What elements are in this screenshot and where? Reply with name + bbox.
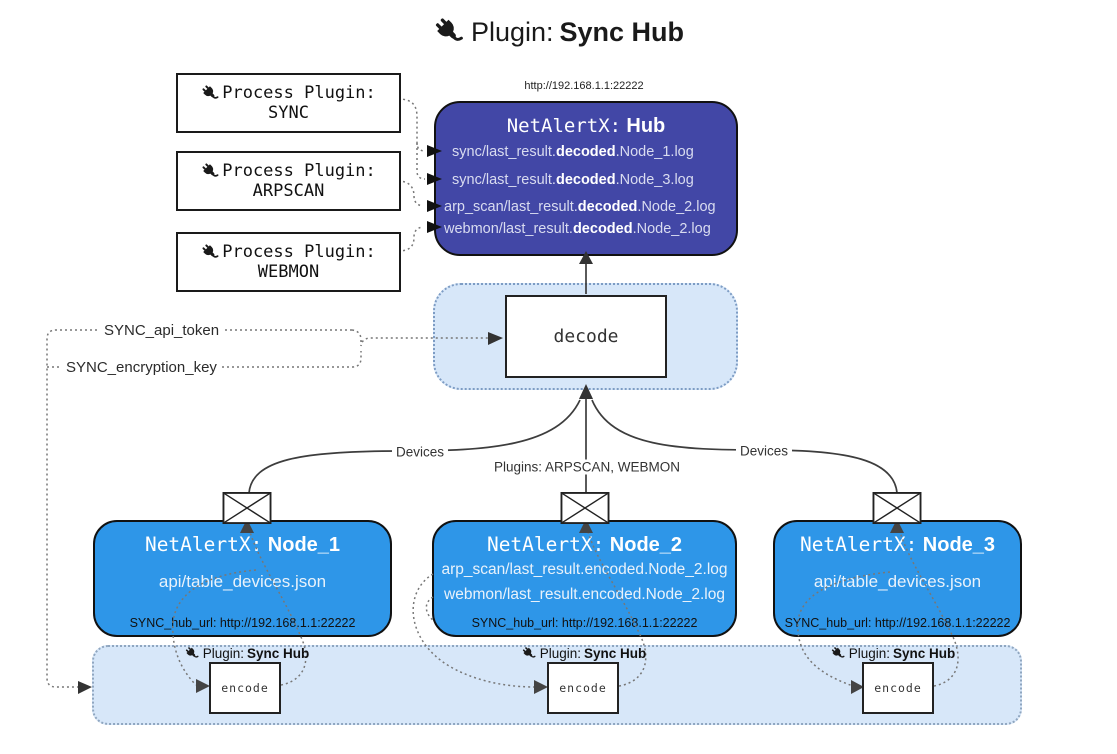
edge-label-devices-left: Devices: [391, 444, 449, 460]
plug-icon: [433, 16, 465, 48]
hub-log-line: arp_scan/last_result.decoded.Node_2.log: [444, 199, 716, 215]
node-hub-url: SYNC_hub_url: http://192.168.1.1:22222: [784, 616, 1011, 630]
hub-log-line: webmon/last_result.decoded.Node_2.log: [444, 221, 711, 237]
page-title: Plugin: Sync Hub: [433, 16, 684, 48]
plug-icon: [201, 162, 220, 181]
plugin-name: SYNC: [268, 103, 309, 123]
encode-box-3: encode: [862, 662, 934, 714]
page-title-prefix: Plugin:: [470, 16, 554, 47]
envelope-icon: [222, 492, 272, 524]
wire-sync-to-hub-2: [416, 143, 426, 180]
node-box-node2: NetAlertX: Node_2 arp_scan/last_result.e…: [432, 520, 737, 637]
plug-icon: [185, 646, 200, 661]
process-plugin-box-arpscan: Process Plugin: ARPSCAN: [176, 151, 401, 211]
hub-log-line: sync/last_result.decoded.Node_1.log: [452, 144, 694, 160]
process-plugin-box-webmon: Process Plugin: WEBMON: [176, 232, 401, 292]
plug-icon: [201, 243, 220, 262]
envelope-icon: [560, 492, 610, 524]
node-title: NetAlertX: Node_2: [486, 533, 683, 556]
setting-api-token-label: SYNC_api_token: [100, 322, 224, 339]
node-file-label: webmon/last_result.encoded.Node_2.log: [444, 586, 725, 603]
wire-sync-to-hub: [397, 98, 426, 152]
node-hub-url: SYNC_hub_url: http://192.168.1.1:22222: [129, 616, 356, 630]
page-title-name: Sync Hub: [559, 16, 685, 47]
encode-box-2: encode: [547, 662, 619, 714]
decode-box: decode: [505, 295, 667, 378]
wire-arpscan-to-hub: [397, 180, 424, 207]
process-plugin-box-sync: Process Plugin: SYNC: [176, 73, 401, 133]
hub-url-label: http://192.168.1.1:22222: [524, 80, 644, 92]
hub-title-name: Hub: [626, 115, 666, 137]
encode-box-1: encode: [209, 662, 281, 714]
encode-plugin-label-2: Plugin: Sync Hub: [522, 646, 646, 661]
edge-label-devices-right: Devices: [735, 443, 793, 459]
node-title: NetAlertX: Node_1: [144, 533, 341, 556]
node-box-node1: NetAlertX: Node_1 api/table_devices.json…: [93, 520, 392, 637]
hub-title-prefix: NetAlertX:: [506, 115, 622, 137]
node-title: NetAlertX: Node_3: [799, 533, 996, 556]
wire-webmon-to-hub: [397, 226, 424, 252]
plug-icon: [831, 646, 846, 661]
encode-plugin-label-1: Plugin: Sync Hub: [185, 646, 309, 661]
hub-box: NetAlertX: Hub sync/last_result.decoded.…: [434, 101, 738, 256]
node-file-label: api/table_devices.json: [158, 572, 327, 591]
arrow-into-encode-bar: [78, 681, 92, 694]
plug-icon: [201, 84, 220, 103]
node-file-label: arp_scan/last_result.encoded.Node_2.log: [441, 561, 728, 578]
node-file-label: api/table_devices.json: [813, 572, 982, 591]
encode-plugin-label-3: Plugin: Sync Hub: [831, 646, 955, 661]
plug-icon: [522, 646, 537, 661]
envelope-icon: [872, 492, 922, 524]
node-hub-url: SYNC_hub_url: http://192.168.1.1:22222: [471, 616, 698, 630]
hub-log-line: sync/last_result.decoded.Node_3.log: [452, 172, 694, 188]
node-box-node3: NetAlertX: Node_3 api/table_devices.json…: [773, 520, 1022, 637]
edge-label-plugins: Plugins: ARPSCAN, WEBMON: [489, 459, 685, 475]
plugin-name: WEBMON: [257, 262, 320, 282]
hub-title: NetAlertX: Hub: [436, 115, 736, 138]
plugin-name: ARPSCAN: [252, 181, 325, 201]
setting-encryption-key-label: SYNC_encryption_key: [62, 359, 221, 376]
